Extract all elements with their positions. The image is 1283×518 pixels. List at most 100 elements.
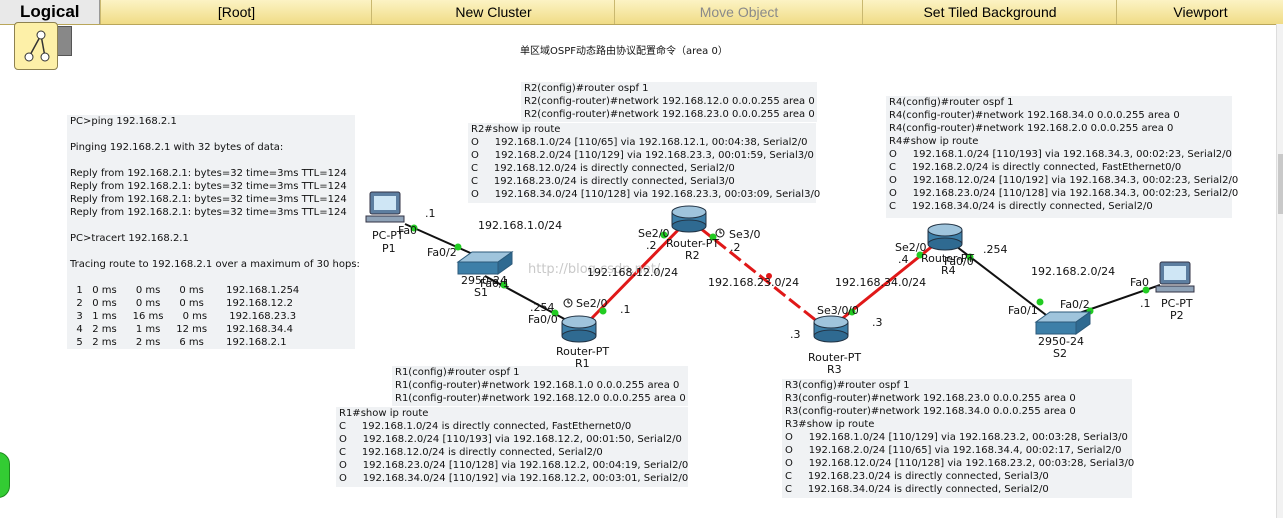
note-line: O 192.168.1.0/24 [110/129] via 192.168.2… xyxy=(785,432,1128,443)
note-line: O 192.168.34.0/24 [110/128] via 192.168.… xyxy=(471,189,821,200)
note-line: O 192.168.12.0/24 [110/128] via 192.168.… xyxy=(785,458,1135,469)
port-up-icon xyxy=(1142,286,1150,294)
r4-ip4-label: .4 xyxy=(898,253,909,266)
r4-ip254-label: .254 xyxy=(983,243,1008,256)
r3-ip3b-label: .3 xyxy=(872,316,883,329)
top-toolbar: Logical [Root] New Cluster Move Object S… xyxy=(0,0,1283,25)
switch-icon[interactable] xyxy=(1034,311,1092,335)
r1-fa00-label: Fa0/0 xyxy=(528,313,558,326)
note-line: 5 2 ms 2 ms 6 ms 192.168.2.1 xyxy=(70,337,287,348)
router-icon[interactable] xyxy=(671,205,707,233)
s1-fa01-label: Fa0/1 xyxy=(480,277,510,290)
note-line: O 192.168.1.0/24 [110/193] via 192.168.3… xyxy=(889,149,1232,160)
note-line: C 192.168.1.0/24 is directly connected, … xyxy=(339,421,632,432)
router-icon[interactable] xyxy=(813,315,849,343)
port-up-icon xyxy=(551,309,559,317)
r3-name-label: R3 xyxy=(827,363,842,376)
r2-config-note: R2(config)#router ospf 1 R2(config-router… xyxy=(521,82,817,122)
note-line: R2(config-router)#network 192.168.23.0 0… xyxy=(524,109,815,120)
s2-type-label: 2950-24 xyxy=(1038,335,1084,348)
port-up-icon xyxy=(1036,298,1044,306)
note-line: R3(config-router)#network 192.168.34.0 0… xyxy=(785,406,1076,417)
port-up-icon xyxy=(410,224,418,232)
clock-icon xyxy=(563,298,573,308)
note-line: C 192.168.12.0/24 is directly connected,… xyxy=(339,447,603,458)
pc2-fa0-label: Fa0 xyxy=(1130,276,1150,289)
net-192-168-12-label: 192.168.12.0/24 xyxy=(587,266,679,279)
router-icon[interactable] xyxy=(927,223,963,251)
r1-config-note: R1(config)#router ospf 1 R1(config-router… xyxy=(392,366,688,406)
new-cluster-button[interactable]: New Cluster xyxy=(371,0,615,24)
note-line: O 192.168.1.0/24 [110/65] via 192.168.12… xyxy=(471,137,808,148)
note-line: Tracing route to 192.168.2.1 over a maxi… xyxy=(70,259,360,270)
port-up-icon xyxy=(454,243,462,251)
navigation-icon[interactable] xyxy=(14,22,58,70)
set-tiled-background-button[interactable]: Set Tiled Background xyxy=(862,0,1117,24)
pc-icon[interactable] xyxy=(1155,261,1195,293)
pc-icon[interactable] xyxy=(365,191,405,223)
r2-ip2a-label: .2 xyxy=(646,239,657,252)
port-up-icon xyxy=(709,233,717,241)
r3-type-label: Router-PT xyxy=(808,351,862,364)
pc1-type-label: PC-PT xyxy=(372,229,404,242)
watermark: http://blog.csdn.net/ xyxy=(528,262,661,277)
note-line: R1#show ip route xyxy=(339,408,429,419)
switch-icon[interactable] xyxy=(456,251,514,275)
pc-output-note: PC>ping 192.168.2.1 Pinging 192.168.2.1 … xyxy=(67,115,360,349)
r2-type-label: Router-PT xyxy=(666,237,720,250)
vertical-scrollbar[interactable] xyxy=(1276,24,1283,518)
port-up-icon xyxy=(916,251,924,259)
r4-note: R4(config)#router ospf 1 R4(config-router… xyxy=(886,96,1239,218)
note-line: R4(config)#router ospf 1 xyxy=(889,97,1014,108)
note-line: R3#show ip route xyxy=(785,419,875,430)
note-line: Reply from 192.168.2.1: bytes=32 time=3m… xyxy=(70,207,347,218)
note-line: C 192.168.23.0/24 is directly connected,… xyxy=(785,471,1049,482)
s2-fa01-label: Fa0/1 xyxy=(1008,304,1038,317)
r4-se20-label: Se2/0 xyxy=(895,241,927,254)
pc2-type-label: PC-PT xyxy=(1161,297,1193,310)
note-line: R4(config-router)#network 192.168.34.0 0… xyxy=(889,110,1180,121)
net-192-168-1-label: 192.168.1.0/24 xyxy=(478,219,563,232)
note-line: R4#show ip route xyxy=(889,136,979,147)
note-line: R4(config-router)#network 192.168.2.0 0.… xyxy=(889,123,1174,134)
note-line: PC>ping 192.168.2.1 xyxy=(70,116,177,127)
r2-se30-label: Se3/0 xyxy=(729,228,761,241)
r4-fa00-label: Fa0/0 xyxy=(944,255,974,268)
note-line: R1(config-router)#network 192.168.1.0 0.… xyxy=(395,380,680,391)
viewport-button[interactable]: Viewport xyxy=(1116,0,1283,24)
note-line: R2(config)#router ospf 1 xyxy=(524,83,649,94)
note-line: C 192.168.34.0/24 is directly connected,… xyxy=(889,201,1153,212)
note-line: O 192.168.2.0/24 [110/65] via 192.168.34… xyxy=(785,445,1122,456)
note-line: 1 0 ms 0 ms 0 ms 192.168.1.254 xyxy=(70,285,300,296)
note-line: O 192.168.2.0/24 [110/193] via 192.168.1… xyxy=(339,434,682,445)
note-line: Reply from 192.168.2.1: bytes=32 time=3m… xyxy=(70,194,347,205)
pc2-name-label: P2 xyxy=(1170,309,1184,322)
root-button[interactable]: [Root] xyxy=(100,0,372,24)
r4-name-label: R4 xyxy=(941,264,956,277)
r1-ip254-label: .254 xyxy=(530,301,555,314)
port-up-icon xyxy=(599,307,607,315)
logical-tab[interactable]: Logical xyxy=(0,0,100,24)
router-icon[interactable] xyxy=(561,315,597,343)
note-line: C 192.168.12.0/24 is directly connected,… xyxy=(471,163,735,174)
note-line: 3 1 ms 16 ms 0 ms 192.168.23.3 xyxy=(70,311,297,322)
note-line: O 192.168.34.0/24 [110/192] via 192.168.… xyxy=(339,473,689,484)
r1-route-note: R1#show ip route C 192.168.1.0/24 is dire… xyxy=(336,407,688,487)
note-line: R2#show ip route xyxy=(471,124,561,135)
note-line: O 192.168.12.0/24 [110/192] via 192.168.… xyxy=(889,175,1239,186)
port-down-icon xyxy=(766,273,772,279)
port-up-icon xyxy=(500,281,508,289)
note-line: R1(config)#router ospf 1 xyxy=(395,367,520,378)
net-192-168-23-label: 192.168.23.0/24 xyxy=(708,276,800,289)
move-object-button[interactable]: Move Object xyxy=(614,0,863,24)
note-line: Reply from 192.168.2.1: bytes=32 time=3m… xyxy=(70,168,347,179)
s2-name-label: S2 xyxy=(1053,347,1067,360)
r2-route-note: R2#show ip route O 192.168.1.0/24 [110/65… xyxy=(468,123,821,203)
pc1-fa0-label: Fa0 xyxy=(398,224,418,237)
scroll-thumb[interactable] xyxy=(1278,154,1283,214)
s2-fa02-label: Fa0/2 xyxy=(1060,298,1090,311)
link-r4-s2 xyxy=(947,239,1051,319)
s1-fa02-label: Fa0/2 xyxy=(427,246,457,259)
